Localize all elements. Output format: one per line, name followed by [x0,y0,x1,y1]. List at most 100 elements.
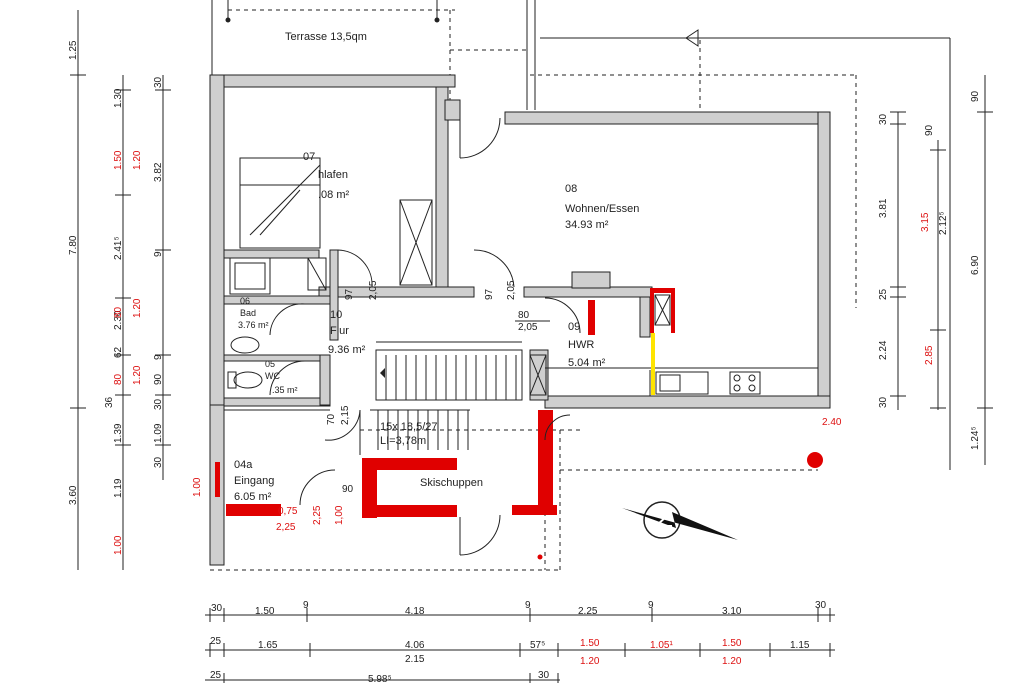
left-dim-red: 1.20 [132,298,143,318]
right-dim: 3.81 [878,198,889,218]
bottom-dim: 57⁵ [530,640,545,651]
bottom-dim-red: 1.50 [722,638,742,649]
flur-area: 9.36 m² [328,344,366,356]
door-label: 97 [484,288,495,300]
shower [229,257,271,295]
flur-name: Flur [330,325,349,337]
kitchen-sink [655,371,709,395]
wc-number: 05 [265,359,275,369]
left-dim: 7.80 [68,235,79,255]
schlafen-number: 07 [303,151,315,163]
bottom-dim: 25 [210,670,222,681]
door-label: 2,25 [276,522,296,533]
staircase [370,349,523,450]
hob [729,371,761,395]
wc-name: WC [265,371,280,381]
bottom-dim-red: 1.50 [580,638,600,649]
outer-walls [209,74,831,566]
left-dim: 30 [153,398,164,410]
left-dim-red: 80 [113,373,124,385]
washbasin [230,336,260,354]
bad-number: 06 [240,296,250,306]
bottom-dim-red: 1.20 [722,656,742,667]
door-label: 2,05 [518,322,538,333]
terrace-outline [211,0,951,470]
door-label: 1.00 [192,477,203,497]
wardrobe [399,199,433,286]
bad-area: 3.76 m² [238,320,269,330]
left-dim: 1.09 [153,423,164,443]
bad-name: Bad [240,308,256,318]
bottom-dim: 25 [210,636,222,647]
right-dim: 1.24⁵ [970,426,981,450]
toilet [233,371,263,389]
right-dim: 30 [878,113,889,125]
bottom-dim: 9 [525,600,531,611]
left-dim: 2.30 [113,310,124,330]
left-dim-red: 1.20 [132,365,143,385]
door-label: 97 [344,288,355,300]
right-dim: 6.90 [970,255,981,275]
right-dim: 25 [878,288,889,300]
left-dim-red: 80 [113,306,124,318]
eingang-number: 04a [234,459,253,471]
bottom-dim: 1.50 [255,606,275,617]
schlafen-area: .08 m² [318,189,350,201]
door-label: 0,75 [278,506,298,517]
bottom-dim-red: 1.20 [580,656,600,667]
door-label: 2,15 [340,405,351,425]
bottom-dim: 5.98⁵ [368,674,392,683]
door-label: 2,05 [368,280,379,300]
left-dim: 36 [104,396,115,408]
eingang-name: Eingang [234,475,274,487]
door-label: 70 [326,413,337,425]
bottom-dim: 4.18 [405,606,425,617]
left-dim: 9 [153,354,164,360]
flur-number: 10 [330,309,342,321]
right-dimension-lines [890,75,993,465]
bottom-dimension-lines [205,608,835,683]
skischuppen-label: Skischuppen [420,477,483,489]
furniture [227,157,761,396]
north-arrow-icon [622,501,738,540]
door-label: 1,00 [334,505,345,525]
bottom-dim: 2.15 [405,654,425,665]
bed [239,157,321,249]
left-dimension-lines [70,10,171,570]
schlafen-name: hlafen [318,169,348,181]
left-dim: 1.30 [113,88,124,108]
right-dim: 90 [970,90,981,102]
left-dim: 9 [153,251,164,257]
left-dim-red: 1.50 [113,150,124,170]
bottom-dim: 9 [648,600,654,611]
left-dim-red: 1.00 [113,535,124,555]
terrasse-label: Terrasse 13,5qm [285,31,367,43]
door-label: 2,25 [312,505,323,525]
bottom-dim: 1.15 [790,640,810,651]
new-walls [215,288,823,560]
left-dim: 62 [113,346,124,358]
bottom-dim: 30 [211,603,223,614]
left-dim: 1.19 [113,478,124,498]
right-dim: 2.12⁵ [938,211,949,235]
bottom-dim: 1.05¹ [650,640,673,651]
bottom-dim: 3.10 [722,606,742,617]
eingang-area: 6.05 m² [234,491,272,503]
right-dim-red: 2.85 [924,345,935,365]
door-label: 80 [518,310,530,321]
bottom-dim: 30 [538,670,550,681]
right-dim: 90 [924,124,935,136]
door-label: 90 [342,484,354,495]
bottom-dim: 30 [815,600,827,611]
stair-spec: 15x 18,5/27 [380,421,438,433]
hwr-area: 5.04 m² [568,357,606,369]
left-dim: 3.60 [68,485,79,505]
bottom-dim: 2.25 [578,606,598,617]
left-dim: 1.39 [113,423,124,443]
hwr-name: HWR [568,339,594,351]
door-label: 2.40 [822,417,842,428]
bottom-dim: 4.06 [405,640,425,651]
left-dim-red: 1.20 [132,150,143,170]
left-dim: 30 [153,76,164,88]
